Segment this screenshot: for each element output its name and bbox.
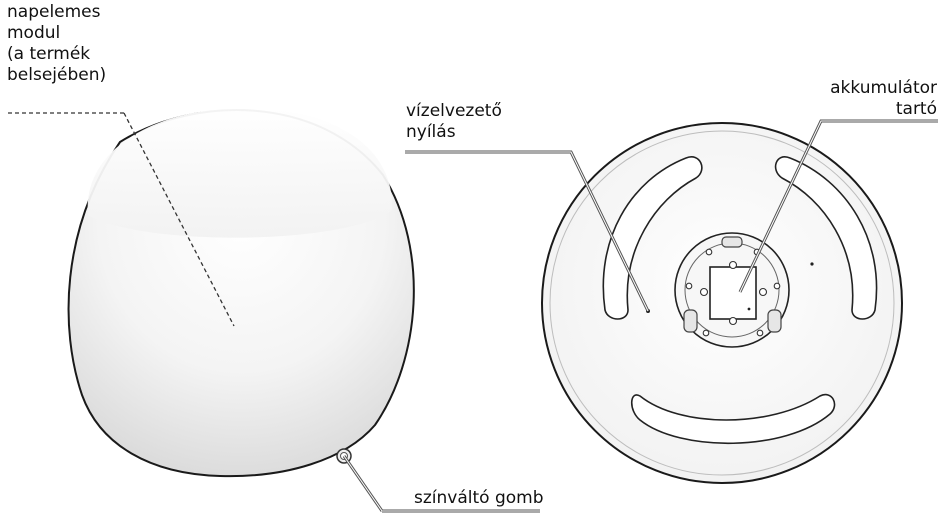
clip-left [683,309,698,333]
screws [685,248,781,337]
battery-holder-leader [738,119,938,293]
clip-right [767,309,782,333]
small-hole-right [810,262,814,266]
label-drain-hole: vízelvezető nyílás [406,101,502,142]
solar-module-leader [8,112,235,327]
small-hole-center [747,307,751,311]
bottom-view [541,122,903,484]
slot-right [774,156,878,320]
label-solar-module: napelemes modul (a termék belsejében) [7,2,107,85]
drain-hole-leader [405,150,650,312]
clip-top [721,236,743,248]
label-color-button: színváltó gomb [414,488,544,508]
slot-bottom [630,393,836,445]
label-battery-holder: akkumulátor tartó [830,78,937,119]
lamp-top-highlight [87,108,393,238]
lamp-body [67,108,415,478]
slot-left [602,156,703,320]
color-button-leader [342,455,540,513]
base-disc-inner-rim [549,130,895,476]
